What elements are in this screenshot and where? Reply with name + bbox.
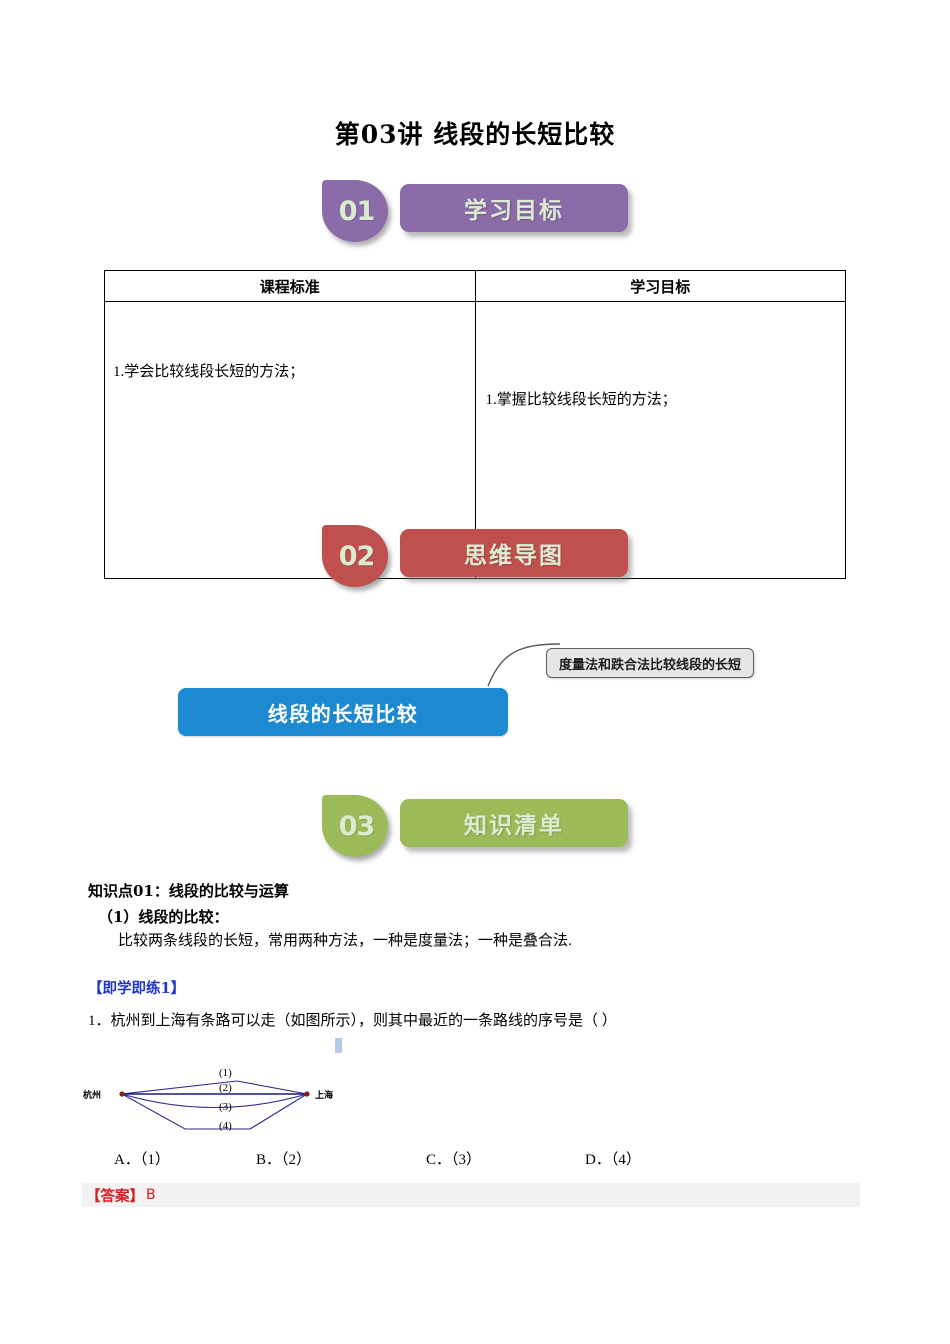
badge-teardrop-shape-02 <box>322 525 388 587</box>
mindmap-root-label: 线段的长短比较 <box>267 701 419 726</box>
knowledge-point-heading: 知识点01：线段的比较与运算 <box>88 882 289 900</box>
city-node-left <box>119 1091 125 1097</box>
badge-teardrop-shape-03 <box>322 795 388 857</box>
badge-label-03: 知识清单 <box>464 813 564 839</box>
table-header-curriculum-standard: 课程标准 <box>104 270 476 302</box>
badge-teardrop-shape-01 <box>322 180 388 242</box>
mindmap-diagram: 度量法和跌合法比较线段的长短 线段的长短比较 <box>0 630 950 750</box>
option-b[interactable]: B．（2） <box>256 1152 312 1168</box>
table-header-learning-objective: 学习目标 <box>474 270 846 302</box>
page-title: 第03讲 线段的长短比较 <box>334 120 616 149</box>
answer-label: 【答案】 <box>86 1187 144 1205</box>
knowledge-sub-heading: （1）线段的比较： <box>98 908 229 926</box>
option-d[interactable]: D．（4） <box>585 1152 641 1168</box>
badge-pill-03: 知识清单 <box>400 799 628 847</box>
text-cursor-marker <box>335 1038 342 1053</box>
badge-number-03: 03 <box>338 810 376 842</box>
mindmap-branch-node: 度量法和跌合法比较线段的长短 <box>546 648 755 678</box>
section-badge-02: 02 思维导图 <box>0 523 950 589</box>
question-line: 1．杭州到上海有条路可以走（如图所示），则其中最近的一条路线的序号是（ ） <box>88 1009 617 1030</box>
answer-value: B <box>146 1187 156 1203</box>
route-path-1 <box>121 1080 308 1095</box>
badge-pill-02: 思维导图 <box>400 529 628 577</box>
question-text: 杭州到上海有条路可以走（如图所示），则其中最近的一条路线的序号是（ ） <box>110 1013 617 1029</box>
mindmap-connector-curve <box>487 643 560 687</box>
mindmap-root-node: 线段的长短比较 <box>178 688 508 736</box>
mindmap-branch-label: 度量法和跌合法比较线段的长短 <box>559 657 742 673</box>
badge-pill-01: 学习目标 <box>400 184 628 232</box>
route-label-4: (4) <box>219 1120 232 1132</box>
route-path-3 <box>121 1093 308 1109</box>
route-label-1: (1) <box>219 1067 232 1079</box>
table-header-row: 课程标准 学习目标 <box>104 270 846 302</box>
section-badge-01: 01 学习目标 <box>0 178 950 244</box>
practice-tag: 【即学即练1】 <box>88 980 186 997</box>
answer-band: 【答案】 B <box>82 1183 860 1207</box>
city-node-right <box>304 1091 310 1097</box>
route-label-2: (2) <box>219 1082 232 1094</box>
badge-label-02: 思维导图 <box>464 543 564 569</box>
badge-number-01: 01 <box>338 195 376 227</box>
route-figure: 杭州 上海 (1) (2) (3) (4) <box>83 1067 333 1132</box>
knowledge-body-text: 比较两条线段的长短，常用两种方法，一种是度量法；一种是叠合法. <box>118 933 572 949</box>
badge-number-02: 02 <box>338 540 376 572</box>
option-c[interactable]: C．（3） <box>426 1152 482 1168</box>
city-label-right: 上海 <box>315 1089 333 1101</box>
route-label-3: (3) <box>219 1101 232 1113</box>
option-a[interactable]: A．（1） <box>114 1152 170 1168</box>
question-number: 1． <box>88 1013 111 1029</box>
section-badge-03: 03 知识清单 <box>0 793 950 859</box>
city-label-left: 杭州 <box>83 1089 101 1101</box>
route-path-4 <box>121 1093 308 1130</box>
badge-label-01: 学习目标 <box>464 198 564 224</box>
